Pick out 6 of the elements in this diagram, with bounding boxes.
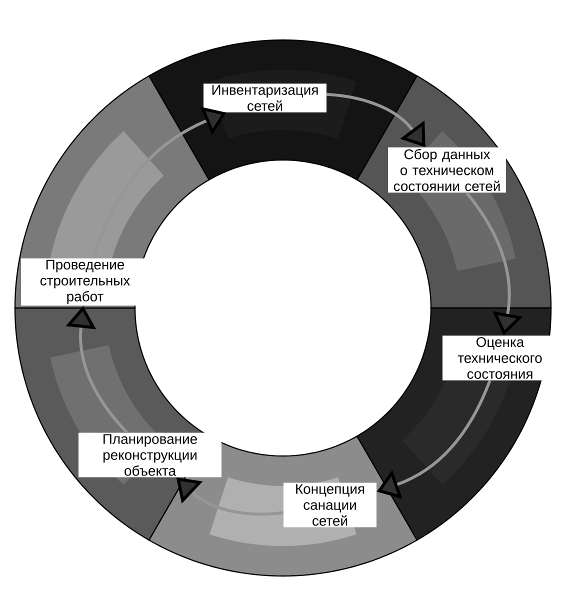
segment-label: Планирование реконструкции объекта <box>78 432 222 478</box>
segment-label: Оценка технического состояния <box>442 336 558 380</box>
segment-label: Сбор данных о техническом состоянии сетей <box>388 147 506 193</box>
segment-label: Проведение строительных работ <box>21 258 149 306</box>
segment-label: Концепция санации сетей <box>284 482 376 528</box>
segment-label: Инвентаризация сетей <box>204 84 326 112</box>
